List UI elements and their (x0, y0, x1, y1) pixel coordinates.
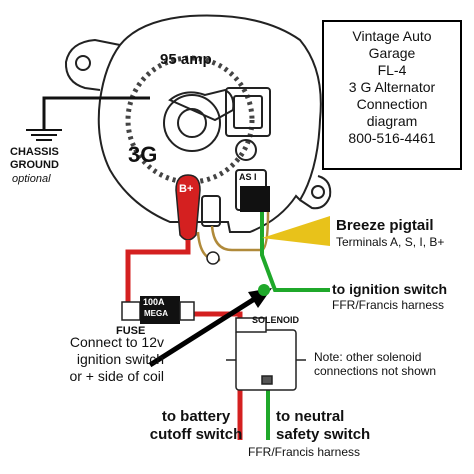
info-line: 3 G Alternator (348, 79, 436, 95)
ring-terminal (206, 251, 220, 265)
b-plus-terminal (175, 174, 201, 241)
as-i-label: AS I (239, 172, 257, 182)
neutral-line1: to neutral (276, 408, 345, 425)
fuse-label: FUSE (116, 325, 146, 337)
pigtail-subtitle: Terminals A, S, I, B+ (336, 235, 445, 249)
ground-symbol-icon (26, 129, 62, 141)
battery-label: to battery cutoff switch (148, 408, 244, 444)
alternator-housing (64, 14, 332, 233)
green-wire (260, 212, 330, 440)
pigtail-connector (240, 186, 270, 212)
ground-label: CHASSIS GROUND (10, 146, 59, 172)
wire-junction-dot (258, 284, 270, 296)
red-wire (125, 240, 243, 440)
info-line: Connection (356, 96, 428, 112)
fuse-icon (121, 296, 195, 324)
connect-line2: ignition switch (76, 351, 164, 367)
battery-line1: to battery (161, 408, 231, 425)
info-line: diagram (366, 113, 418, 129)
connect-label: Connect to 12v ignition switch or + side… (16, 334, 164, 385)
pigtail-arrow (262, 216, 330, 246)
b-plus-label: B+ (179, 183, 194, 195)
info-line: 800-516-4461 (348, 130, 436, 146)
pigtail-title: Breeze pigtail (336, 217, 434, 234)
connect-line3: or + side of coil (69, 368, 164, 384)
ground-line1: CHASSIS (10, 146, 59, 158)
solenoid-label: SOLENOID (252, 315, 300, 325)
solenoid-note-line1: Note: other solenoid (314, 350, 422, 364)
info-line: Vintage Auto (352, 28, 432, 44)
ignition-title: to ignition switch (332, 281, 448, 297)
solenoid-note-line2: connections not shown (314, 364, 437, 378)
ground-note: optional (12, 173, 51, 185)
neutral-harness: FFR/Francis harness (248, 445, 361, 459)
info-line: Garage (368, 45, 416, 61)
ground-line2: GROUND (10, 159, 59, 171)
solenoid-icon (226, 317, 306, 391)
fuse-rating-top: 100A (143, 297, 165, 307)
model-label: 3G (128, 142, 158, 167)
neutral-label: to neutral safety switch (276, 408, 370, 444)
ground-wire (42, 96, 150, 130)
info-box: Vintage Auto Garage FL-4 3 G Alternator … (322, 20, 462, 170)
pigtail-wires (196, 211, 270, 262)
neutral-line2: safety switch (276, 426, 371, 443)
info-line: FL-4 (377, 62, 407, 78)
solenoid-note: Note: other solenoid connections not sho… (314, 350, 436, 378)
connect-line1: Connect to 12v (69, 334, 164, 350)
battery-line2: cutoff switch (149, 426, 243, 443)
ignition-subtitle: FFR/Francis harness (332, 298, 445, 312)
amp-rating: 95 amp (160, 51, 212, 68)
fuse-rating-bottom: MEGA (144, 309, 168, 318)
